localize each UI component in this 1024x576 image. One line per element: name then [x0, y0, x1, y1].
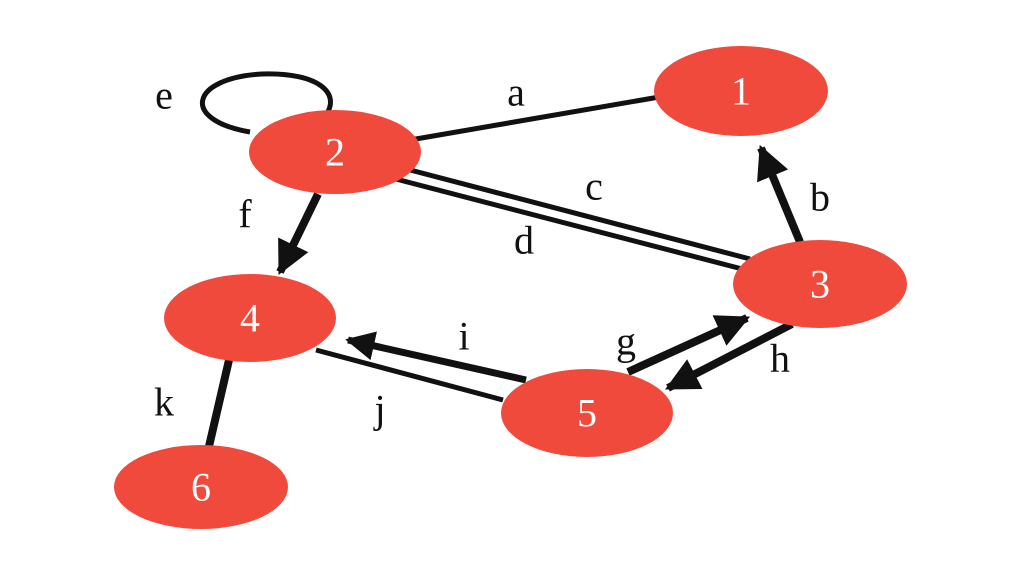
node-1-label: 1: [731, 69, 751, 114]
node-4: 4: [164, 274, 336, 362]
edge-label-e: e: [155, 73, 173, 118]
edge-f: [276, 192, 322, 276]
edges-layer: [200, 71, 804, 456]
node-2: 2: [249, 110, 421, 194]
node-5-label: 5: [577, 391, 597, 436]
edge-label-c: c: [585, 164, 603, 209]
edge-h: [665, 320, 794, 392]
edge-a: [409, 93, 666, 143]
node-6: 6: [114, 445, 288, 529]
edge-j: [315, 347, 504, 403]
edge-g: [626, 314, 751, 376]
node-3: 3: [733, 240, 907, 328]
edge-i: [345, 331, 527, 384]
edge-b: [757, 144, 804, 244]
edge-c: [394, 163, 751, 262]
nodes-layer: 1 2 3 4 5 6: [114, 46, 907, 529]
node-4-circle: [164, 274, 336, 362]
edge-label-a: a: [507, 70, 525, 115]
edge-label-i: i: [458, 314, 469, 359]
edge-label-d: d: [514, 218, 534, 263]
node-2-label: 2: [325, 130, 345, 175]
edge-label-b: b: [810, 175, 830, 220]
node-1: 1: [654, 46, 828, 136]
node-3-circle: [733, 240, 907, 328]
edge-label-f: f: [238, 192, 252, 237]
edge-label-g: g: [616, 319, 636, 364]
node-5-circle: [501, 369, 673, 457]
node-4-label: 4: [240, 296, 260, 341]
node-2-circle: [249, 110, 421, 194]
edge-label-k: k: [154, 380, 174, 425]
node-5: 5: [501, 369, 673, 457]
node-6-label: 6: [191, 465, 211, 510]
edge-labels-layer: a b c d e f g h i j k: [154, 70, 830, 432]
edge-e: [200, 71, 333, 135]
node-6-circle: [114, 445, 288, 529]
edge-label-h: h: [770, 336, 790, 381]
edge-d: [391, 175, 747, 273]
node-3-label: 3: [810, 262, 830, 307]
node-1-circle: [654, 46, 828, 136]
edge-label-j: j: [372, 387, 385, 432]
edge-k: [203, 359, 233, 456]
